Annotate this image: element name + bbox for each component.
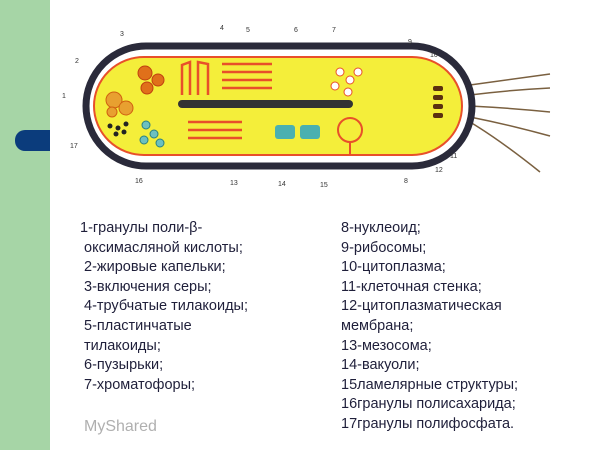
nucleoid bbox=[178, 100, 353, 108]
legend-item: 6-пузырьки; bbox=[84, 357, 164, 374]
polysaccharide-granules bbox=[139, 120, 165, 148]
legend-left: 1-гранулы поли-β- оксимасляной кислоты; … bbox=[80, 219, 248, 395]
legend-item: 5-пластинчатые bbox=[84, 317, 192, 334]
label-2: 2 bbox=[75, 58, 79, 65]
legend-item: 15ламелярные структуры; bbox=[341, 376, 519, 393]
label-11: 11 bbox=[450, 153, 457, 160]
diagram-labels: 1 2 3 4 5 6 7 8 9 10 11 12 13 14 15 16 1… bbox=[62, 25, 457, 189]
legend-item: 17гранулы полифосфата. bbox=[341, 415, 515, 432]
legend-item: 3-включения серы; bbox=[84, 278, 212, 295]
legend-item: 8-нуклеоид; bbox=[341, 220, 421, 236]
label-1: 1 bbox=[62, 93, 66, 100]
sulfur-inclusions bbox=[137, 65, 165, 95]
lamellar-thylakoids bbox=[188, 62, 272, 140]
watermark: MyShared bbox=[84, 418, 157, 435]
label-16: 16 bbox=[135, 178, 143, 185]
tubular-thylakoids bbox=[180, 60, 210, 95]
label-10: 10 bbox=[430, 52, 438, 59]
polyphosphate-granules bbox=[107, 121, 129, 137]
legend-item: 14-вакуоли; bbox=[341, 357, 420, 374]
vacuoles bbox=[275, 125, 320, 139]
label-8: 8 bbox=[404, 178, 408, 185]
label-6: 6 bbox=[294, 27, 298, 34]
legend-item: 11-клеточная стенка; bbox=[341, 278, 482, 295]
label-4: 4 bbox=[220, 25, 224, 32]
legend-item: 9-рибосомы; bbox=[341, 239, 427, 256]
legend-item: 4-трубчатые тилакоиды; bbox=[84, 298, 248, 315]
flagella-basal-bodies bbox=[433, 86, 443, 118]
bacterial-cell-diagram: 1 2 3 4 5 6 7 8 9 10 11 12 13 14 15 16 1… bbox=[62, 25, 551, 189]
legend-item: тилакоиды; bbox=[84, 337, 161, 354]
legend-item: 1-гранулы поли-β- bbox=[80, 220, 203, 236]
granules-phb bbox=[105, 91, 134, 118]
legend-item: 12-цитоплазматическая bbox=[341, 298, 502, 315]
label-17: 17 bbox=[70, 143, 78, 150]
flagella bbox=[469, 73, 551, 173]
legend-item: 7-хроматофоры; bbox=[84, 376, 196, 393]
label-5: 5 bbox=[246, 27, 250, 34]
legend-item: 10-цитоплазма; bbox=[341, 259, 446, 276]
label-9: 9 bbox=[408, 39, 412, 46]
label-14: 14 bbox=[278, 181, 286, 188]
slide-accent-tab bbox=[15, 130, 50, 151]
legend-item: оксимасляной кислоты; bbox=[84, 239, 243, 256]
legend-item: 13-мезосома; bbox=[341, 337, 432, 354]
mesosome bbox=[337, 117, 363, 155]
legend-right: 8-нуклеоид; 9-рибосомы; 10-цитоплазма; 1… bbox=[341, 219, 518, 435]
label-15: 15 bbox=[320, 182, 328, 189]
label-7: 7 bbox=[332, 27, 336, 34]
side-strip bbox=[0, 0, 50, 450]
chromatophores bbox=[330, 67, 363, 97]
label-13: 13 bbox=[230, 180, 238, 187]
legend-item: мембрана; bbox=[341, 317, 414, 334]
label-3: 3 bbox=[120, 31, 124, 38]
label-12: 12 bbox=[435, 167, 443, 174]
legend-item: 16гранулы полисахарида; bbox=[341, 396, 516, 413]
legend-item: 2-жировые капельки; bbox=[84, 259, 226, 276]
